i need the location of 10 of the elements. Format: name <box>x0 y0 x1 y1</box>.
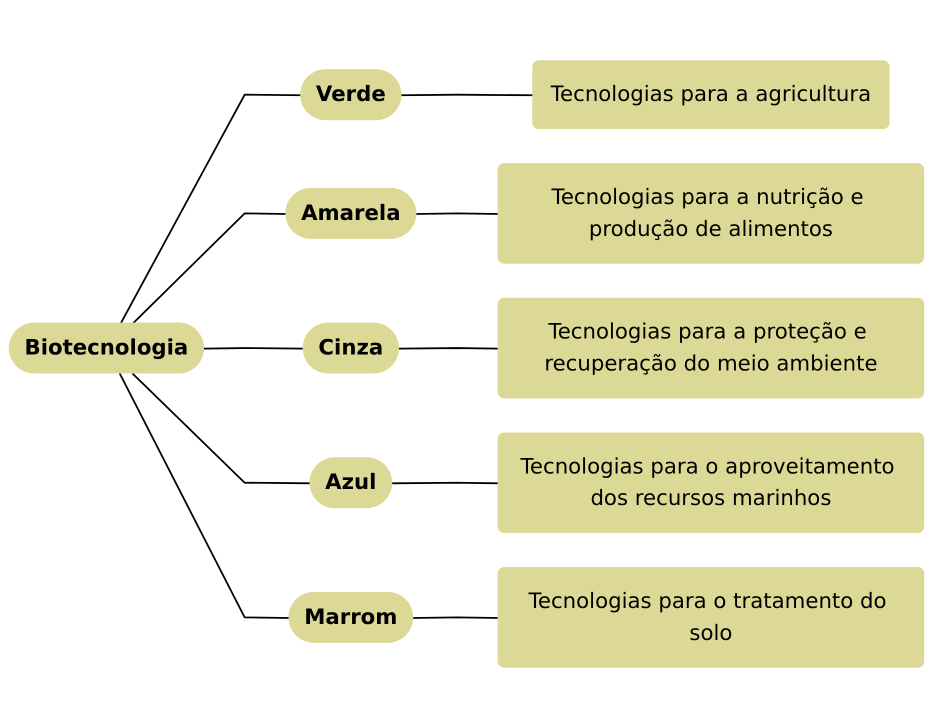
connector <box>132 212 287 324</box>
connector <box>132 372 311 484</box>
connector <box>120 94 302 324</box>
connector <box>118 373 290 619</box>
connector <box>392 482 499 484</box>
connector <box>416 212 499 215</box>
connector <box>413 616 499 619</box>
connector <box>401 94 534 96</box>
connector <box>398 347 499 350</box>
connector <box>204 347 304 350</box>
